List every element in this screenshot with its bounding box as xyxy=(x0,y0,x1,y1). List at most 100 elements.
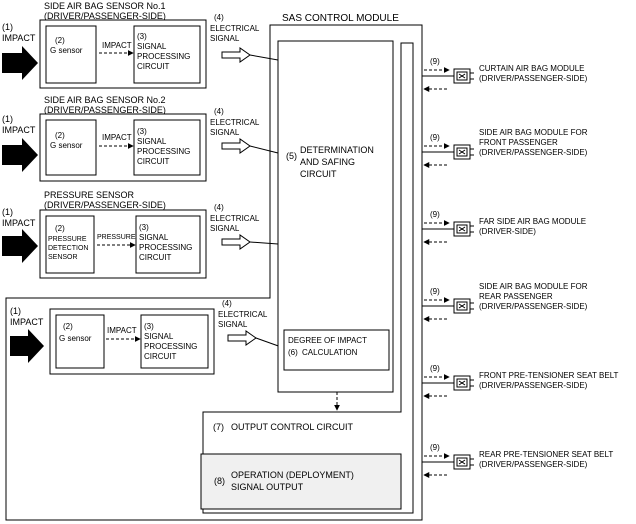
degree-box xyxy=(283,329,390,371)
sensor-1-group: SIDE AIR BAG SENSOR No.1 (DRIVER/PASSENG… xyxy=(2,1,279,89)
sensor-4-spc-box xyxy=(140,314,209,369)
sensor-1-g-sensor-box xyxy=(45,25,97,84)
sensor-3-impact-arrow xyxy=(2,229,38,263)
sensor-4-elec-num: (4) xyxy=(222,299,232,308)
sensor-1-elec-line1: ELECTRICAL xyxy=(210,24,260,33)
sensor-3-sensor-line2: DETECTION xyxy=(48,245,88,252)
sensor-1-elec-num: (4) xyxy=(214,13,224,22)
degree-num: (6) xyxy=(288,348,298,357)
connector-icon xyxy=(453,144,474,160)
sensor-3-elec-line2: SIGNAL xyxy=(210,224,240,233)
sensor-2-elec-num: (4) xyxy=(214,107,224,116)
sensor-3-sensor-num: (2) xyxy=(55,224,65,233)
output-module-label: FAR SIDE AIR BAG MODULE xyxy=(479,217,586,226)
sensor-4-impact-arrow xyxy=(10,329,44,363)
output-module-label: FRONT PASSENGER xyxy=(479,138,558,147)
output-module-label: SIDE AIR BAG MODULE FOR xyxy=(479,282,588,291)
sensor-1-title: SIDE AIR BAG SENSOR No.1 xyxy=(44,1,166,11)
sensor-2-group: SIDE AIR BAG SENSOR No.2 (DRIVER/PASSENG… xyxy=(2,95,279,182)
sensor-4-spc-line1: SIGNAL xyxy=(144,332,174,341)
operation-line1: OPERATION (DEPLOYMENT) xyxy=(231,470,354,480)
sensor-3-spc-line3: CIRCUIT xyxy=(139,253,172,262)
output-control-outline xyxy=(202,42,414,514)
sensor-1-g-sensor-num: (2) xyxy=(55,36,65,45)
output-module-label: CURTAIN AIR BAG MODULE xyxy=(479,64,585,73)
sensor-2-spc-line2: PROCESSING xyxy=(137,147,190,156)
output-module-label: SIDE AIR BAG MODULE FOR xyxy=(479,128,588,137)
output-num: (9) xyxy=(430,210,440,219)
sensor-1-subtitle: (DRIVER/PASSENGER-SIDE) xyxy=(44,11,166,21)
sensor-1-spc-box xyxy=(133,25,201,84)
sensor-2-signal-word: IMPACT xyxy=(102,133,132,142)
sensor-3-sensor-line1: PRESSURE xyxy=(48,236,87,243)
sensor-1-impact-label: IMPACT xyxy=(2,33,36,43)
connector-icon xyxy=(453,454,474,470)
connector-icon xyxy=(453,68,474,84)
output-control-label: OUTPUT CONTROL CIRCUIT xyxy=(231,422,354,432)
sensor-2-spc-box xyxy=(133,119,201,176)
sensor-4-elec-line1: ELECTRICAL xyxy=(218,310,268,319)
output-num: (9) xyxy=(430,57,440,66)
sensor-3-signal-word: PRESSURE xyxy=(97,234,136,241)
output-row-5: (9)FRONT PRE-TENSIONER SEAT BELT(DRIVER/… xyxy=(422,364,619,399)
sensor-3-impact-label: IMPACT xyxy=(2,218,36,228)
output-num: (9) xyxy=(430,364,440,373)
sensor-4-signal-word: IMPACT xyxy=(107,326,137,335)
sensor-1-spc-line1: SIGNAL xyxy=(137,42,167,51)
sensor-3-impact-num: (1) xyxy=(2,207,13,217)
output-row-6: (9) REAR PRE-TENSIONER SEAT BELT(DRIVER/P… xyxy=(422,443,613,478)
sensor-4-impact-num: (1) xyxy=(10,306,21,316)
output-module-label: (DRIVER/PASSENGER-SIDE) xyxy=(479,302,588,311)
output-num: (9) xyxy=(430,443,440,452)
operation-box xyxy=(200,453,402,510)
output-module-label: REAR PASSENGER xyxy=(479,292,553,301)
sensor-2-g-sensor-label: G sensor xyxy=(50,141,83,150)
sensor-2-title: SIDE AIR BAG SENSOR No.2 xyxy=(44,95,166,105)
degree-line2: CALCULATION xyxy=(302,348,358,357)
connector-icon xyxy=(453,375,474,391)
sas-module-title: SAS CONTROL MODULE xyxy=(282,13,399,24)
connector-icon xyxy=(453,298,474,314)
determination-line3: CIRCUIT xyxy=(300,169,337,179)
degree-line1: DEGREE OF IMPACT xyxy=(288,336,367,345)
sensor-4-g-sensor-label: G sensor xyxy=(59,334,92,343)
output-module-label: REAR PRE-TENSIONER SEAT BELT xyxy=(479,450,613,459)
sensor-1-spc-line3: CIRCUIT xyxy=(137,62,170,71)
sensor-3-subtitle: (DRIVER/PASSENGER-SIDE) xyxy=(44,200,166,210)
sensor-3-spc-box xyxy=(135,215,201,274)
sensor-2-impact-num: (1) xyxy=(2,114,13,124)
sensor-4-elec-arrow xyxy=(227,330,257,346)
operation-line2: SIGNAL OUTPUT xyxy=(231,482,304,492)
sensor-3-spc-line1: SIGNAL xyxy=(139,233,169,242)
output-module-label: (DRIVER-SIDE) xyxy=(479,227,536,236)
sensor-1-g-sensor-label: G sensor xyxy=(50,46,83,55)
sensor-3-spc-num: (3) xyxy=(139,223,149,232)
output-row-3: (9) FAR SIDE AIR BAG MODULE(DRIVER-SIDE) xyxy=(422,210,586,245)
output-module-label: (DRIVER/PASSENGER-SIDE) xyxy=(479,460,588,469)
sensor-1-spc-line2: PROCESSING xyxy=(137,52,190,61)
output-num: (9) xyxy=(430,133,440,142)
sensor-1-spc-num: (3) xyxy=(137,32,147,41)
determination-line1: DETERMINATION xyxy=(300,145,374,155)
sensor-4-elec-line2: SIGNAL xyxy=(218,320,248,329)
sensor-1-elec-arrow xyxy=(221,47,251,63)
output-control-num: (7) xyxy=(213,422,224,432)
sensor-3-elec-line1: ELECTRICAL xyxy=(210,214,260,223)
sensor-3-title: PRESSURE SENSOR xyxy=(44,190,135,200)
sensor-3-sensor-box xyxy=(45,215,95,274)
connector-icon xyxy=(453,221,474,237)
sensor-3-elec-arrow xyxy=(221,234,251,250)
sensor-4-spc-line2: PROCESSING xyxy=(144,342,197,351)
sensor-3-group: PRESSURE SENSOR (DRIVER/PASSENGER-SIDE) … xyxy=(2,190,279,279)
sensor-2-impact-label: IMPACT xyxy=(2,125,36,135)
sensor-4-spc-line3: CIRCUIT xyxy=(144,352,177,361)
sensor-1-elec-line2: SIGNAL xyxy=(210,34,240,43)
sensor-4-g-sensor-num: (2) xyxy=(63,322,73,331)
sensor-3-elec-num: (4) xyxy=(214,203,224,212)
sensor-2-g-sensor-box xyxy=(45,119,97,176)
sensor-3-spc-line2: PROCESSING xyxy=(139,243,192,252)
sensor-1-signal-word: IMPACT xyxy=(102,41,132,50)
